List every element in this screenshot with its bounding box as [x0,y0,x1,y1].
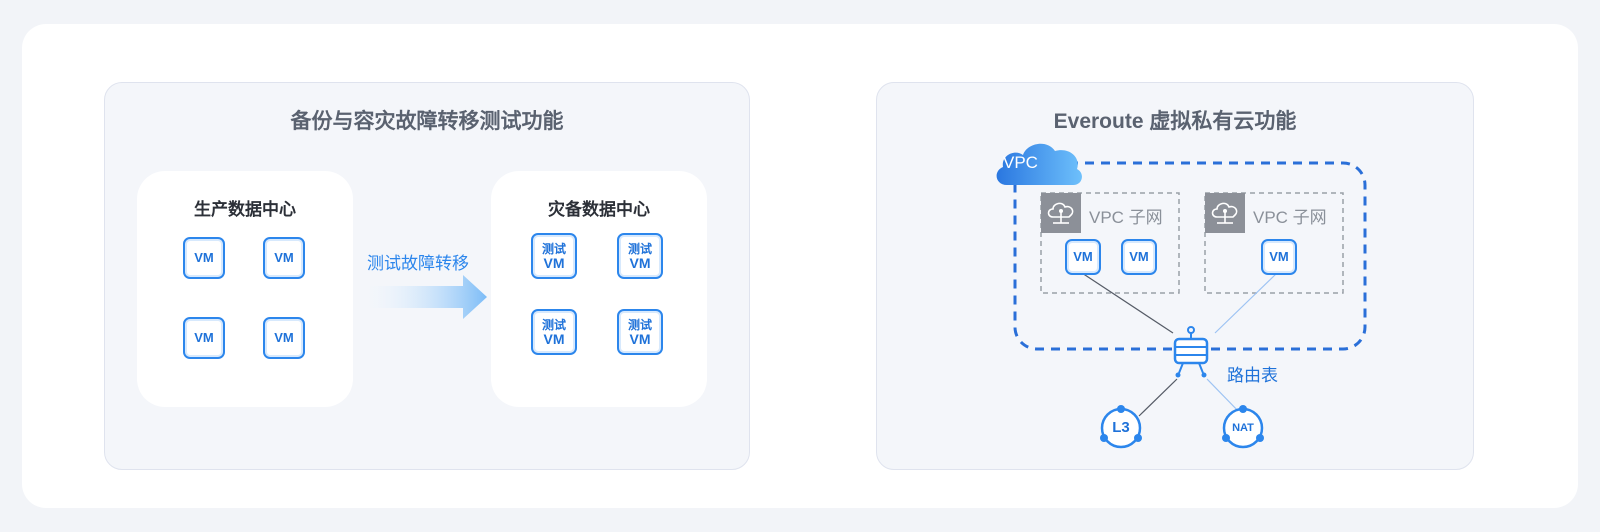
vm-node: VM [1261,239,1297,275]
dr-datacenter-title: 灾备数据中心 [548,200,650,219]
vpc-label: VPC [1003,153,1038,172]
vpc-boundary [1013,161,1367,351]
failover-test-panel: 备份与容灾故障转移测试功能 生产数据中心 VM VM VM VM 测试故障转移 … [104,82,750,470]
nat-label: NAT [1232,422,1254,434]
vm-node: VM [183,237,225,279]
l3-gateway-icon [1100,405,1142,449]
failover-label: 测试故障转移 [367,254,469,273]
vm-node: VM [183,317,225,359]
l3-label: L3 [1112,419,1130,436]
production-datacenter: 生产数据中心 VM VM VM VM [137,171,353,407]
route-table-icon [1173,326,1209,378]
subnet-label: VPC 子网 [1253,208,1327,227]
subnet-network-icon [1041,193,1081,233]
nat-gateway-icon [1222,405,1264,449]
link-line [1081,272,1174,334]
link-line [1214,272,1278,334]
route-table-label: 路由表 [1227,366,1278,385]
vm-node: VM [1121,239,1157,275]
subnet-network-icon [1205,193,1245,233]
panel-title: 备份与容灾故障转移测试功能 [290,110,564,133]
vpc-diagram [1013,161,1367,417]
failover-arrow-icon [353,275,487,319]
vpc-panel: Everoute 虚拟私有云功能 VPC VPC 子网 [876,82,1474,470]
subnet-label: VPC 子网 [1089,208,1163,227]
vm-node: VM [1065,239,1101,275]
panel-title: Everoute 虚拟私有云功能 [1053,110,1297,133]
link-line [1138,378,1178,417]
vm-node: VM [263,237,305,279]
production-datacenter-title: 生产数据中心 [194,200,296,219]
vpc-cloud-icon [996,143,1082,185]
vm-node: VM [263,317,305,359]
